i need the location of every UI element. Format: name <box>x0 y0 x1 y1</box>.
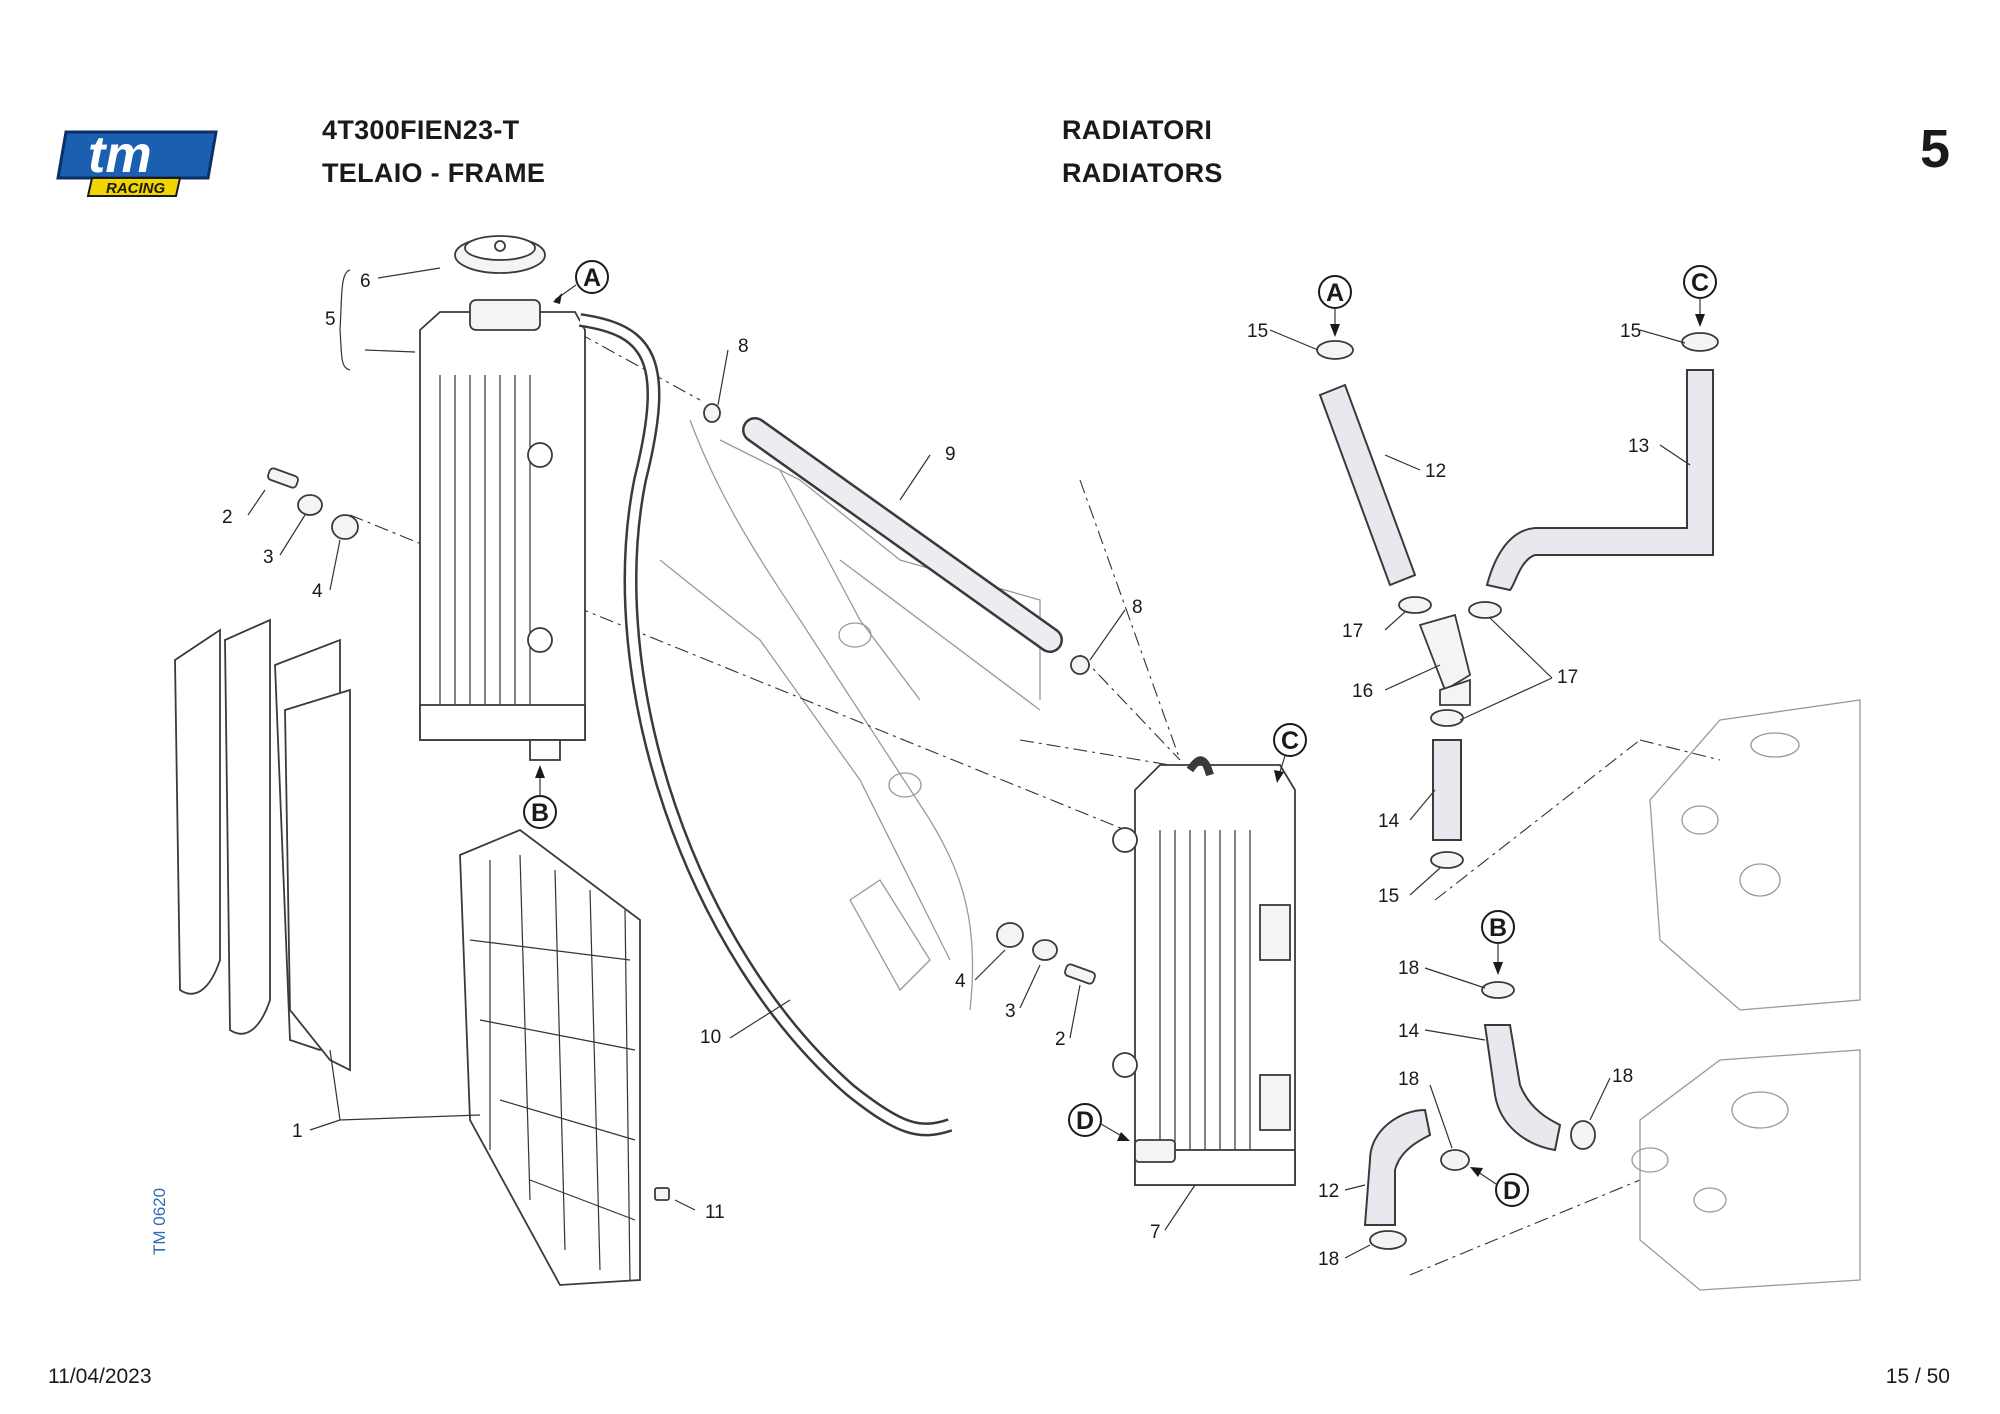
tm-racing-logo: tm RACING <box>48 120 228 210</box>
left-radiator-fins <box>439 375 531 705</box>
model-code: 4T300FIEN23-T <box>322 115 520 145</box>
part-labels-right: 15 12 17 16 17 14 15 15 13 18 14 18 12 1… <box>1247 321 1649 1270</box>
label-2-center: 2 <box>1055 1029 1066 1050</box>
group-title: TELAIO - FRAME <box>322 158 546 188</box>
connection-marker-a-right: A <box>1318 275 1352 337</box>
lower-hose-14 <box>1483 1024 1562 1152</box>
connection-marker-d-center: D <box>1068 1103 1130 1141</box>
label-9: 9 <box>945 444 956 465</box>
label-12-lower: 12 <box>1318 1181 1339 1202</box>
label-17-left: 17 <box>1342 621 1363 642</box>
short-hose-14-upper <box>1432 739 1462 841</box>
label-18-d: 18 <box>1398 1069 1419 1090</box>
svg-text:A: A <box>583 264 601 292</box>
right-radiator <box>1112 756 1296 1186</box>
radiator-shroud-panels <box>174 618 351 1072</box>
section-number: 5 <box>1919 119 1950 179</box>
part-labels-left: 6 5 8 2 3 4 1 11 10 9 <box>222 271 956 1223</box>
upper-hose-13 <box>1485 369 1714 592</box>
label-8: 8 <box>738 336 749 357</box>
label-10: 10 <box>700 1027 721 1048</box>
label-3-center: 3 <box>1005 1001 1016 1022</box>
footer-date: 11/04/2023 <box>48 1365 152 1388</box>
grille-clip <box>654 1187 670 1201</box>
connection-marker-c-right: C <box>1683 265 1717 327</box>
label-12-upper: 12 <box>1425 461 1446 482</box>
logo-sub-text: RACING <box>106 180 165 197</box>
mount-hardware-left <box>267 467 359 540</box>
right-radiator-fins <box>1159 830 1251 1160</box>
section-title-it: RADIATORI <box>1062 115 1213 145</box>
lower-hose-12 <box>1363 1108 1432 1226</box>
label-18-bottom: 18 <box>1318 1249 1339 1270</box>
svg-text:C: C <box>1691 269 1709 297</box>
connection-marker-a-left: A <box>553 260 609 304</box>
hose-clamps <box>1316 332 1719 1250</box>
label-4: 4 <box>312 581 323 602</box>
label-8-center: 8 <box>1132 597 1143 618</box>
upper-hose-12 <box>1318 383 1417 587</box>
svg-text:B: B <box>531 799 549 827</box>
connection-marker-b-right: B <box>1481 910 1515 975</box>
label-15-a: 15 <box>1247 321 1268 342</box>
label-14-lower: 14 <box>1398 1021 1420 1042</box>
connection-marker-c-center: C <box>1273 723 1307 783</box>
svg-text:D: D <box>1076 1107 1094 1135</box>
footer-page: 15 / 50 <box>1885 1365 1950 1388</box>
label-3: 3 <box>263 547 274 568</box>
label-15-lower: 15 <box>1378 886 1399 907</box>
label-14-upper: 14 <box>1378 811 1400 832</box>
label-2: 2 <box>222 507 233 528</box>
svg-text:C: C <box>1281 727 1299 755</box>
logo-main-text: tm <box>88 126 152 184</box>
mount-hardware-right <box>996 922 1096 985</box>
connection-marker-d-right: D <box>1470 1167 1529 1207</box>
label-7: 7 <box>1150 1222 1161 1243</box>
label-13: 13 <box>1628 436 1649 457</box>
section-title-en: RADIATORS <box>1062 158 1223 188</box>
left-radiator <box>419 299 586 761</box>
part-labels-center: 8 4 3 2 7 <box>955 597 1161 1243</box>
label-16: 16 <box>1352 681 1373 702</box>
label-6: 6 <box>360 271 371 292</box>
radiator-louver-grille <box>459 828 641 1286</box>
label-18-right: 18 <box>1612 1066 1633 1087</box>
engine-head-ghost <box>1631 699 1861 1291</box>
svg-text:B: B <box>1489 914 1507 942</box>
radiator-cap <box>454 235 546 274</box>
label-17-right: 17 <box>1557 667 1578 688</box>
frame-ghost-outline <box>659 419 1041 1011</box>
hose-clips-8 <box>703 403 1090 675</box>
label-15-c: 15 <box>1620 321 1641 342</box>
label-5: 5 <box>325 309 336 330</box>
t-connector-16 <box>1418 613 1472 706</box>
svg-text:D: D <box>1503 1177 1521 1205</box>
connection-marker-b-left: B <box>523 765 557 829</box>
label-11: 11 <box>705 1202 725 1223</box>
label-1: 1 <box>292 1121 303 1142</box>
svg-text:A: A <box>1326 279 1344 307</box>
leader-lines <box>247 267 1691 1259</box>
label-18-b: 18 <box>1398 958 1419 979</box>
label-4-center: 4 <box>955 971 966 992</box>
